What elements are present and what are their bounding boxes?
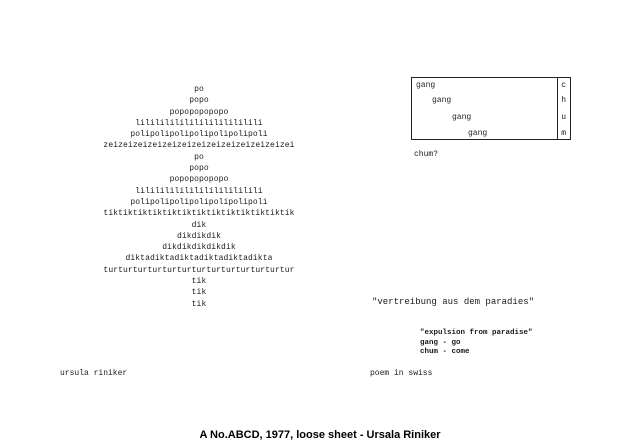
concrete-poem-left: po popo popopopopopo lililililililililil…: [58, 84, 340, 310]
translation-block: "expulsion from paradise" gang - go chum…: [420, 329, 533, 358]
poem-line: diktadiktadiktadiktadiktadikta: [125, 254, 273, 264]
author-name: ursula riniker: [60, 369, 128, 378]
poem-line: lilililililililililililili: [135, 186, 263, 196]
poem-line: turturturturturturturturturturturturtur: [103, 265, 295, 275]
poem-line: popopopopopo: [169, 107, 229, 117]
poem-line: tik: [191, 299, 207, 309]
poem-line: tik: [191, 288, 207, 298]
poem-line: popo: [189, 164, 209, 174]
poem-line: popo: [189, 96, 209, 106]
chum-question: chum?: [414, 150, 439, 159]
poem-line: dik: [191, 220, 207, 230]
poem-line: popopopopopo: [169, 175, 229, 185]
chum-letter: m: [561, 129, 566, 138]
caption: A No.ABCD, 1977, loose sheet - Ursala Ri…: [199, 429, 441, 441]
poem-line: zeizeizeizeizeizeizeizeizeizeizeizeizei: [103, 141, 295, 151]
chum-letter: c: [561, 81, 566, 90]
poem-line: tiktiktiktiktiktiktiktiktiktiktiktiktik: [103, 209, 295, 219]
german-title: "vertreibung aus dem paradies": [372, 297, 535, 307]
poem-line: dikdikdikdikdik: [162, 243, 236, 253]
poem-note: poem in swiss: [370, 369, 433, 378]
gang-word: gang: [468, 129, 488, 138]
gang-word: gang: [432, 96, 452, 105]
poem-line: dikdikdik: [176, 231, 222, 241]
poem-line: po: [194, 152, 204, 162]
translation-title: "expulsion from paradise": [420, 329, 533, 337]
poem-line: po: [194, 85, 204, 94]
chum-letter: h: [561, 96, 566, 105]
gang-word: gang: [452, 113, 472, 122]
gang-word: gang: [416, 81, 436, 90]
translation-line: chum - come: [420, 348, 470, 356]
translation-line: gang - go: [420, 338, 461, 347]
poem-line: lilililililililililililili: [135, 118, 263, 128]
chum-letter: u: [561, 113, 566, 122]
box-divider: [557, 78, 558, 139]
gang-box: gang gang gang gang c h u m: [411, 77, 571, 140]
poem-line: polipolipolipolipolipolipoli: [130, 130, 268, 140]
poem-line: polipolipolipolipolipolipoli: [130, 197, 268, 207]
poem-line: tik: [191, 277, 207, 287]
